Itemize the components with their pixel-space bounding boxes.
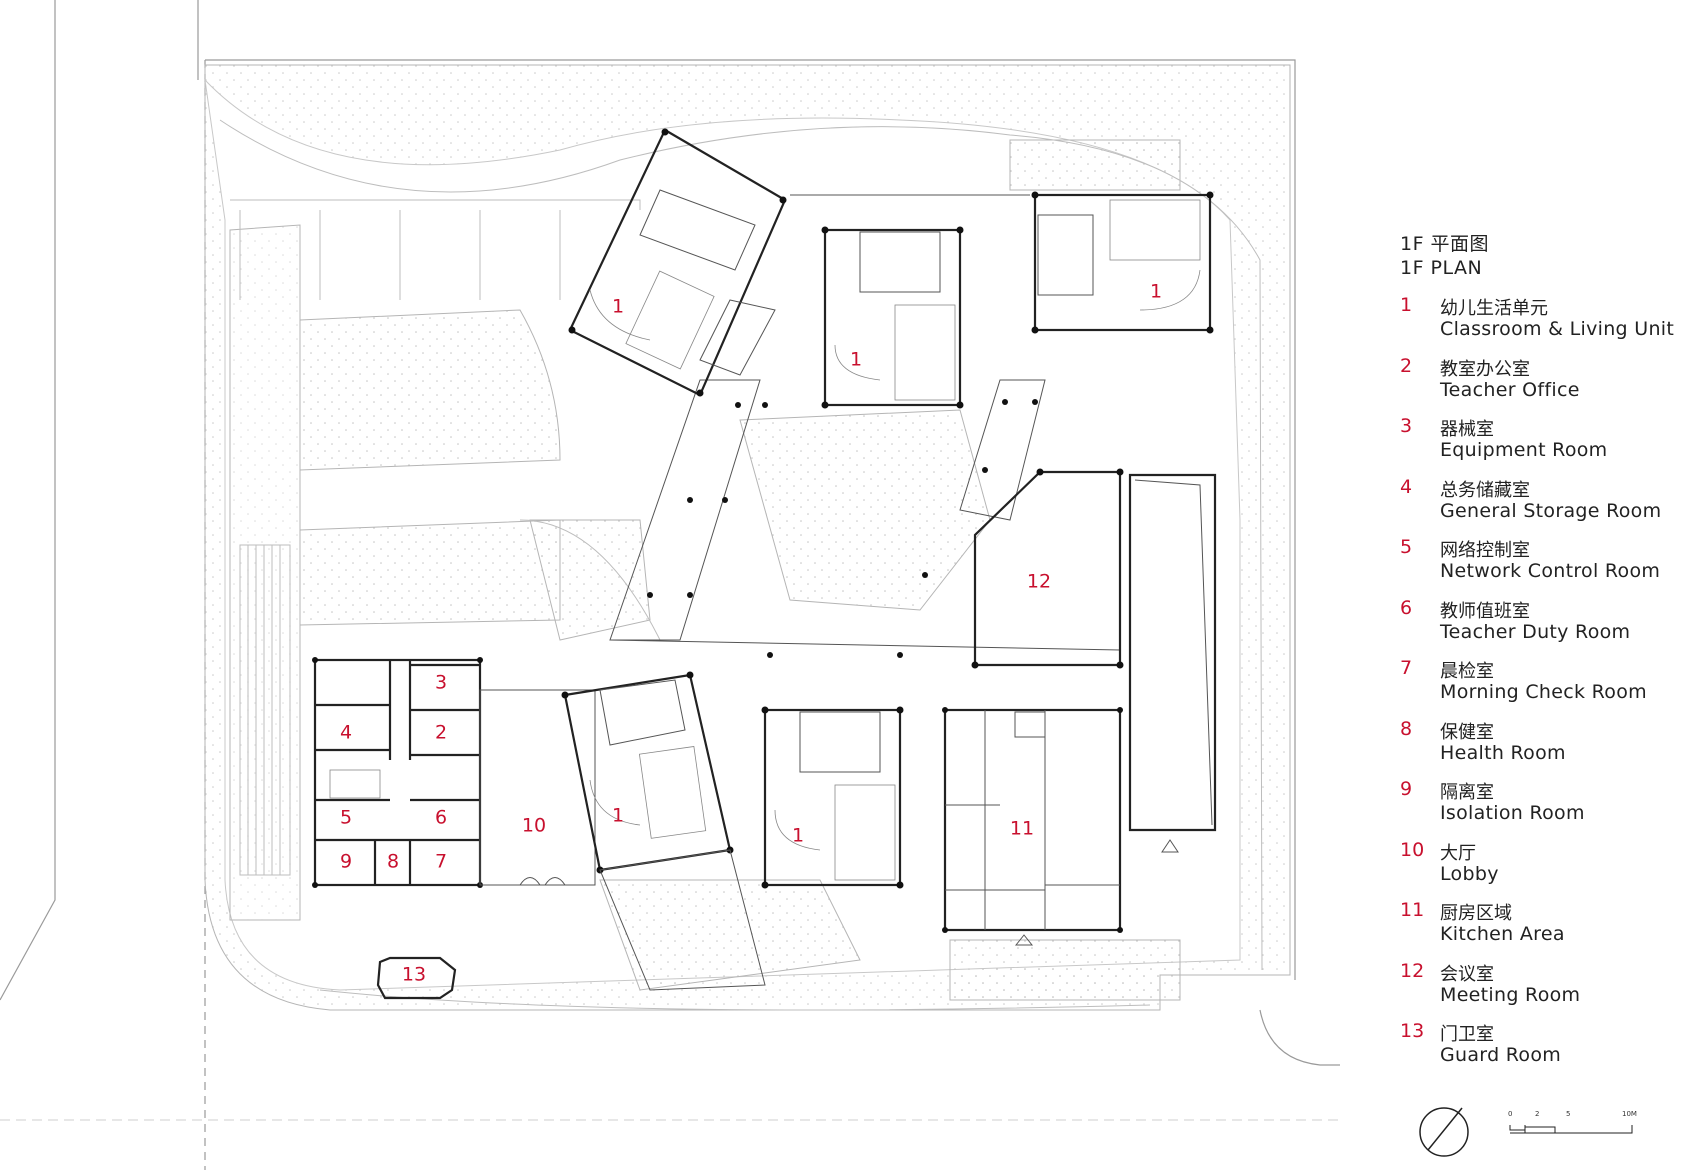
room-label-network-control: 5 xyxy=(340,807,352,829)
room-label-general-storage: 4 xyxy=(340,722,352,744)
legend-number: 3 xyxy=(1400,415,1413,437)
legend-label-en: Lobby xyxy=(1440,862,1499,885)
legend-label-en: Isolation Room xyxy=(1440,802,1585,824)
north-arrow-icon xyxy=(1419,1107,1469,1157)
legend-number: 9 xyxy=(1400,778,1413,800)
legend-label-zh: 器械室 xyxy=(1440,419,1494,440)
room-label-lobby: 10 xyxy=(522,815,546,837)
classroom-nw xyxy=(568,128,787,397)
room-label-meeting-room: 12 xyxy=(1027,571,1051,593)
guard-room xyxy=(376,956,457,1000)
legend-label-en: Teacher Office xyxy=(1440,378,1580,401)
room-label-morning-check: 7 xyxy=(435,851,447,873)
legend-label-en: Teacher Duty Room xyxy=(1440,620,1631,643)
legend-number: 1 xyxy=(1400,294,1413,316)
room-label-health-room: 8 xyxy=(387,851,399,873)
legend-label-zh: 网络控制室 xyxy=(1440,540,1530,561)
legend-number: 5 xyxy=(1400,536,1413,558)
legend-label-zh: 保健室 xyxy=(1440,721,1494,743)
legend-label-zh: 总务储藏室 xyxy=(1440,479,1530,501)
legend-label-en: Network Control Room xyxy=(1440,560,1661,582)
scale-bar: 0 2 5 10M xyxy=(1508,1110,1637,1134)
plan-title-zh: 1F 平面图 xyxy=(1400,233,1490,255)
scale-tick-5: 5 xyxy=(1566,1110,1570,1118)
columns xyxy=(647,399,1038,658)
kitchen-block xyxy=(942,707,1123,946)
legend-number: 2 xyxy=(1400,354,1413,377)
legend-number: 13 xyxy=(1400,1020,1425,1042)
room-label-classroom-s: 1 xyxy=(792,825,804,847)
room-label-classroom-ne: 1 xyxy=(1150,281,1162,303)
legend-label-en: Kitchen Area xyxy=(1440,923,1565,945)
room-label-guard-room: 13 xyxy=(402,964,426,986)
room-label-classroom-n: 1 xyxy=(850,349,862,371)
room-label-isolation-room: 9 xyxy=(340,851,352,873)
legend-label-zh: 会议室 xyxy=(1440,963,1494,985)
room-label-teacher-duty: 6 xyxy=(435,807,447,829)
legend-label-zh: 幼儿生活单元 xyxy=(1440,298,1548,319)
plan-title-en: 1F PLAN xyxy=(1400,257,1483,279)
scale-tick-2: 2 xyxy=(1535,1110,1539,1118)
legend-label-en: Equipment Room xyxy=(1440,439,1608,461)
legend-number: 8 xyxy=(1400,717,1413,740)
scale-tick-0: 0 xyxy=(1508,1110,1512,1118)
room-label-classroom-sw: 1 xyxy=(612,805,624,827)
legend-number: 10 xyxy=(1400,838,1425,861)
classroom-sw xyxy=(561,671,766,991)
legend-label-en: Classroom & Living Unit xyxy=(1440,318,1675,340)
legend-label-zh: 门卫室 xyxy=(1440,1024,1494,1045)
scale-tick-10: 10M xyxy=(1622,1110,1637,1118)
legend-label-en: Meeting Room xyxy=(1440,983,1581,1006)
legend-number: 7 xyxy=(1400,657,1413,679)
room-label-teacher-office: 2 xyxy=(435,722,447,744)
corridor xyxy=(609,194,1121,651)
classroom-n xyxy=(821,226,964,409)
site-paths xyxy=(219,119,1263,1011)
room-label-classroom-nw: 1 xyxy=(612,296,624,318)
room-label-kitchen: 11 xyxy=(1010,818,1034,840)
classroom-ne xyxy=(1031,191,1214,334)
legend-number: 11 xyxy=(1400,899,1425,921)
legend-label-zh: 晨检室 xyxy=(1440,661,1494,682)
legend-number: 4 xyxy=(1400,475,1413,498)
meeting-room xyxy=(971,468,1124,669)
landscape-zones xyxy=(204,64,1291,1011)
legend-label-en: General Storage Room xyxy=(1440,499,1662,522)
legend-label-zh: 厨房区域 xyxy=(1440,903,1512,924)
legend-number: 6 xyxy=(1400,596,1413,619)
legend-label-en: Health Room xyxy=(1440,741,1566,764)
classroom-s xyxy=(761,706,904,889)
legend-label-en: Guard Room xyxy=(1440,1044,1562,1066)
legend-label-en: Morning Check Room xyxy=(1440,681,1647,703)
legend-number: 12 xyxy=(1400,959,1425,982)
lobby xyxy=(479,689,596,886)
legend-label-zh: 隔离室 xyxy=(1440,782,1494,803)
legend-label-zh: 教室办公室 xyxy=(1440,358,1530,380)
legend-label-zh: 教师值班室 xyxy=(1440,600,1530,622)
legend-label-zh: 大厅 xyxy=(1440,842,1476,864)
room-label-equipment-room: 3 xyxy=(435,672,447,694)
room-labels: 1 1 1 12 3 4 2 5 6 9 8 7 10 1 1 11 13 xyxy=(340,281,1162,986)
east-ramp xyxy=(1128,473,1217,853)
